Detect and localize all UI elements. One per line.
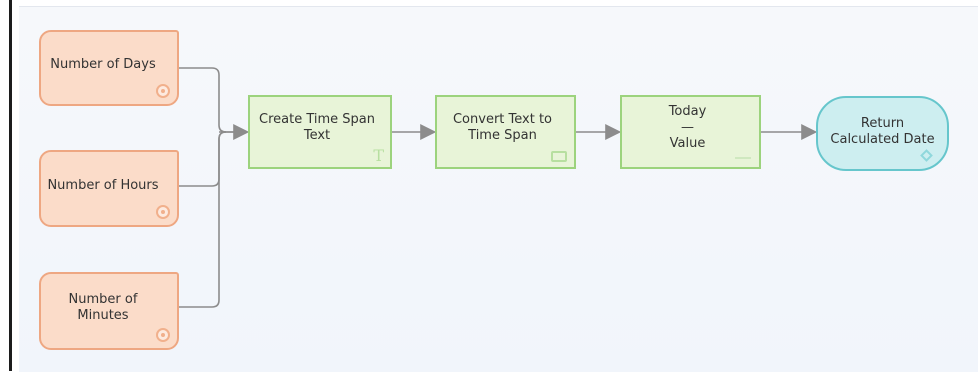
convert-text-label: Convert Text to Time Span [452, 112, 552, 143]
return-date-label: Return Calculated Date [830, 115, 935, 147]
process-node-create-time-span[interactable]: Create Time Span Text T [248, 95, 392, 169]
swap-icon [551, 151, 567, 162]
output-node-return-date[interactable]: Return Calculated Date [816, 96, 949, 171]
today-title: Today [668, 104, 707, 119]
text-t-icon: T [373, 146, 384, 165]
diagram-canvas: Number of Days Number of Hours Number of… [19, 6, 978, 372]
left-border [9, 0, 12, 371]
connector-minutes [178, 131, 227, 308]
input-node-minutes[interactable]: Number of Minutes [39, 272, 179, 350]
input-node-hours-label: Number of Hours [47, 177, 159, 193]
input-node-days-label: Number of Days [50, 57, 156, 72]
input-node-hours[interactable]: Number of Hours [39, 150, 179, 227]
diamond-icon [920, 149, 933, 162]
connectors [178, 67, 818, 308]
input-node-days[interactable]: Number of Days [39, 30, 179, 106]
process-node-convert-text[interactable]: Convert Text to Time Span [435, 95, 576, 169]
today-dash: — [680, 120, 694, 135]
circle-port-icon [156, 205, 170, 219]
dash-icon [735, 157, 751, 159]
connector-days [178, 67, 246, 133]
circle-port-icon [156, 84, 170, 98]
create-time-span-label: Create Time Span Text [259, 112, 375, 143]
process-node-today[interactable]: Today — Value [620, 95, 761, 169]
circle-port-icon [156, 328, 170, 342]
input-node-minutes-label: Number of Minutes [68, 292, 138, 323]
today-value: Value [669, 136, 706, 151]
